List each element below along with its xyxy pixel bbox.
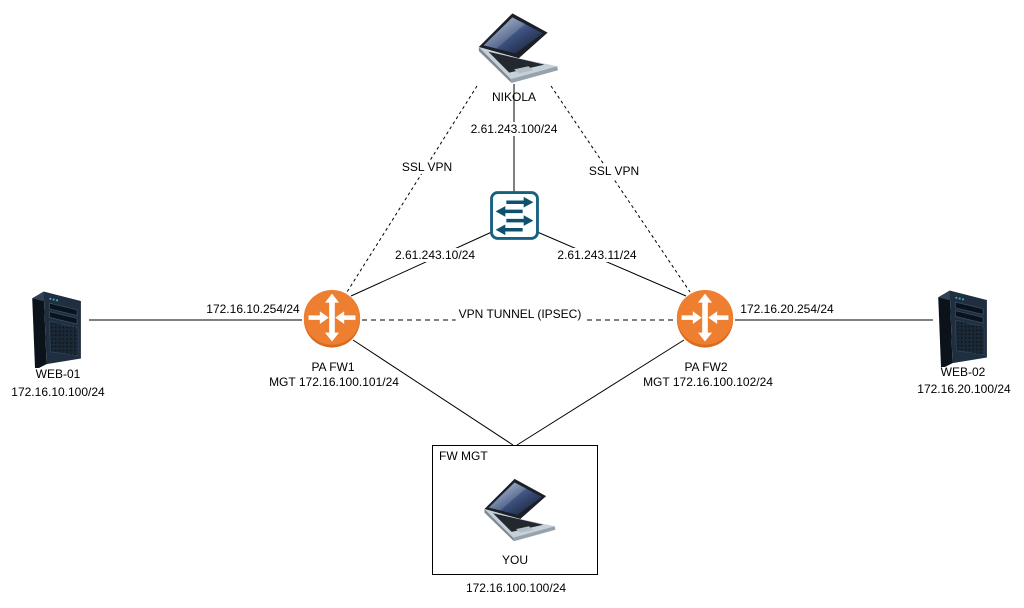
link-fw2-mgmt xyxy=(516,339,685,446)
link-switch-fw2 xyxy=(534,230,687,297)
you-ip-label: 172.16.100.100/24 xyxy=(465,581,567,595)
fw2-mgt-label: MGT 172.16.100.102/24 xyxy=(643,375,773,389)
fw-mgt-zone-label: FW MGT xyxy=(439,449,488,463)
nikola-label: NIKOLA xyxy=(491,90,537,104)
ipsec-tunnel-label: VPN TUNNEL (IPSEC) xyxy=(455,307,585,321)
web01-label: WEB-01 xyxy=(35,367,81,381)
server-web01-icon xyxy=(27,284,89,368)
web01-ip-label: 172.16.10.100/24 xyxy=(11,385,105,399)
fw1-mgt-label: MGT 172.16.100.101/24 xyxy=(269,375,399,389)
firewall-fw2-icon xyxy=(675,288,735,349)
firewall-fw1-icon xyxy=(302,288,362,349)
ssl-vpn-right-label: SSL VPN xyxy=(585,164,643,178)
switch-left-ip-label: 2.61.243.10/24 xyxy=(391,248,479,262)
you-label: YOU xyxy=(501,553,529,567)
ssl-vpn-left-label: SSL VPN xyxy=(398,160,456,174)
fw1-lan-ip-label: 172.16.10.254/24 xyxy=(203,302,303,316)
switch-right-ip-label: 2.61.243.11/24 xyxy=(554,248,640,262)
laptop-you-icon xyxy=(473,474,559,544)
link-ssl-vpn-left xyxy=(346,85,478,293)
link-fw1-mgmt xyxy=(352,339,514,446)
switch-icon xyxy=(490,191,539,240)
fw2-lan-ip-label: 172.16.20.254/24 xyxy=(737,302,837,316)
fw2-label: PA FW2 xyxy=(684,360,728,374)
fw1-label: PA FW1 xyxy=(311,360,355,374)
laptop-nikola-icon xyxy=(466,8,562,86)
web02-label: WEB-02 xyxy=(940,365,986,379)
server-web02-icon xyxy=(933,283,995,367)
nikola-ip-label: 2.61.243.100/24 xyxy=(467,122,561,136)
link-switch-fw1 xyxy=(350,230,495,297)
web02-ip-label: 172.16.20.100/24 xyxy=(917,382,1011,396)
